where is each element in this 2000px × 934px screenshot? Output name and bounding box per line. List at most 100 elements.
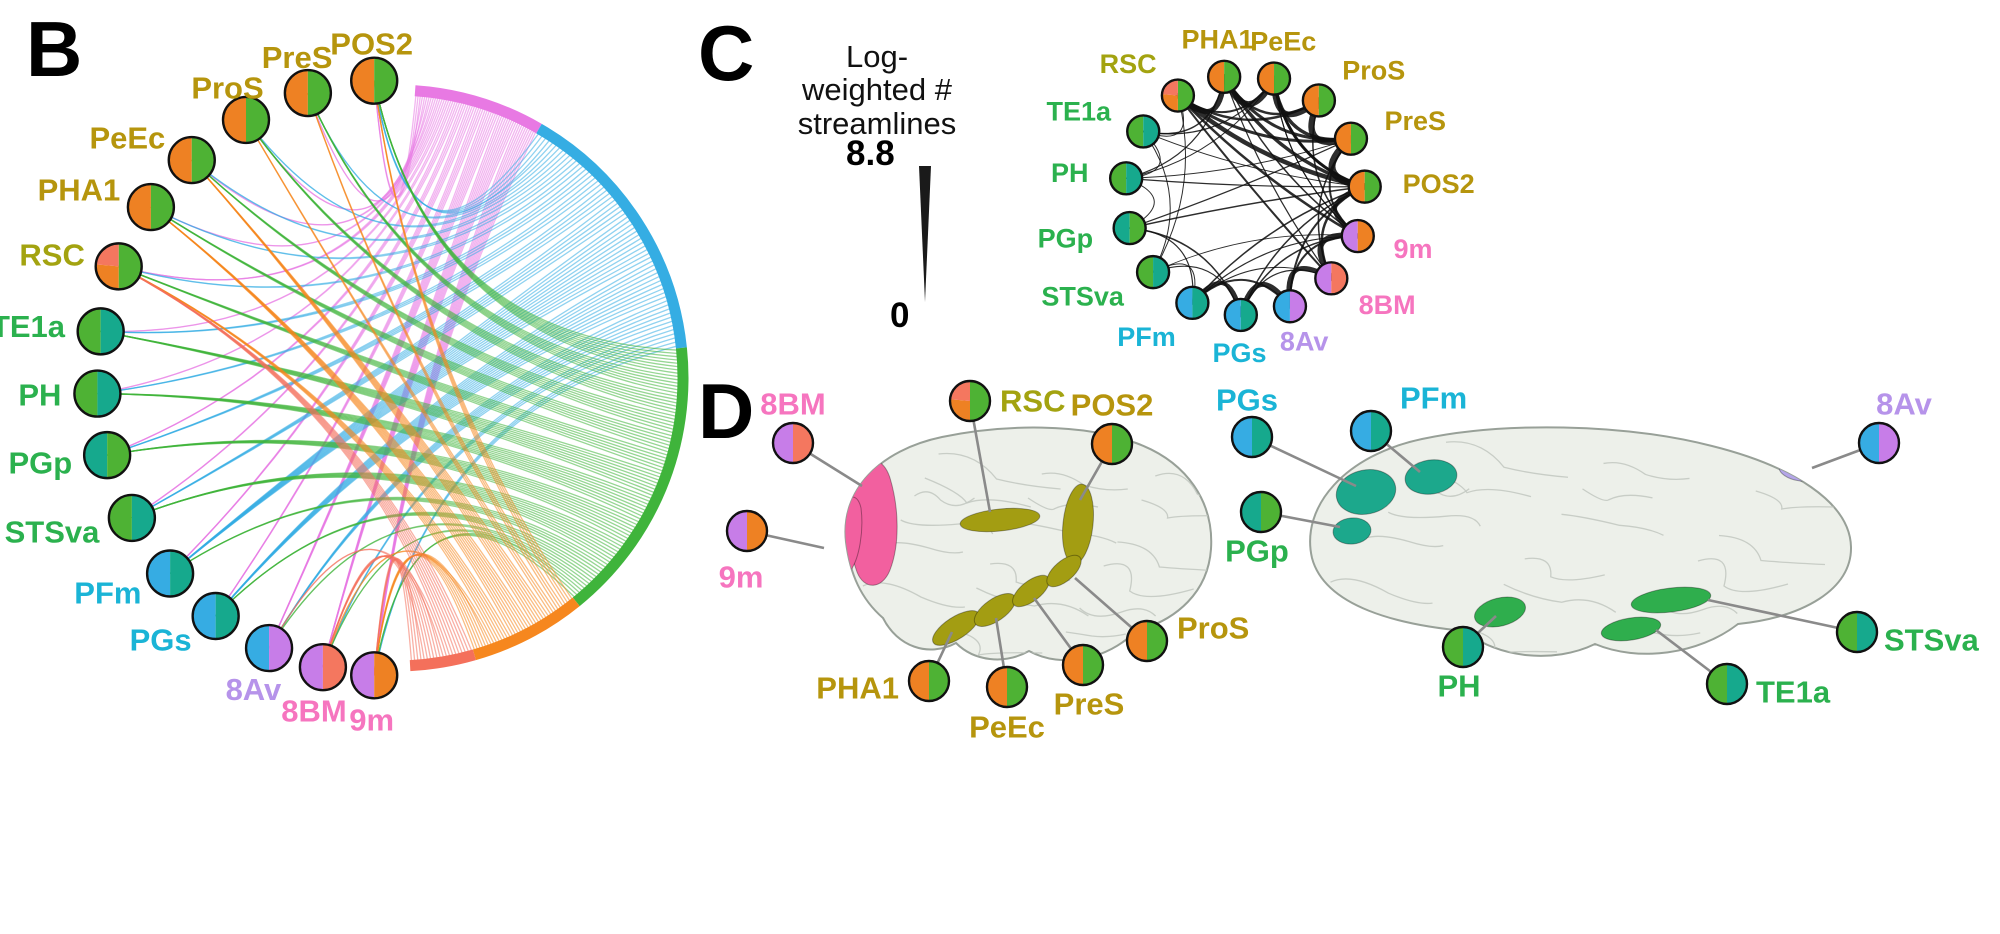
pie-slice-blue [1859, 423, 1879, 463]
pie-slice-purple [773, 423, 793, 463]
arc-segment [572, 347, 689, 607]
region-node-ProS [1301, 83, 1337, 118]
region-node-PHA1 [907, 659, 951, 703]
pie-slice-orange [909, 661, 929, 701]
pie-slice-green [1274, 62, 1291, 95]
network-label-STSva: STSva [1041, 282, 1125, 312]
region-node-RSC [948, 379, 992, 423]
pie-slice-purple [299, 644, 323, 691]
arc-segment [536, 123, 687, 349]
region-node-PeEc [167, 135, 216, 185]
network-edge [1128, 185, 1366, 229]
pie-slice-teal [1241, 492, 1261, 532]
region-node-8BM [771, 421, 815, 465]
chord-line [191, 97, 435, 226]
pie-slice-green [1007, 667, 1027, 707]
pie-slice-teal [1126, 162, 1143, 195]
network-edge [1152, 95, 1186, 273]
legend-title-line3: streamlines [797, 105, 957, 141]
node-outline [244, 623, 294, 673]
node-outline [1175, 285, 1210, 321]
node-outline [221, 95, 271, 145]
region-node-9m [725, 509, 769, 553]
node-outline [1347, 169, 1382, 204]
region-node-9m [350, 651, 399, 700]
region-node-8BM [1314, 261, 1349, 296]
sulcus-line [1141, 499, 1212, 519]
panel-c-letter: C [698, 9, 755, 97]
chord-line [100, 174, 593, 334]
node-outline [1835, 610, 1879, 654]
region-node-RSC [1160, 78, 1196, 113]
region-node-TE1a [76, 307, 125, 356]
node-outline [907, 659, 951, 703]
chord-line [131, 212, 626, 519]
chord-line [191, 159, 673, 434]
pie-slice-orange [1357, 220, 1374, 253]
region-node-PFm [1175, 285, 1210, 321]
pie-slice-teal [1463, 627, 1483, 667]
node-outline [94, 242, 143, 291]
pie-slice-green [108, 494, 132, 541]
node-outline [948, 379, 992, 423]
pie-slice-teal [1727, 664, 1747, 704]
pie-slice-green [1318, 84, 1335, 117]
network-edge [1129, 138, 1352, 229]
pie-slice-teal [100, 308, 124, 355]
pie-slice-green [970, 381, 990, 421]
brain-outline-right [1309, 426, 1853, 657]
map-label-ProS: ProS [1177, 611, 1249, 646]
region-node-8Av [1272, 289, 1308, 324]
pie-slice-green [929, 661, 949, 701]
pie-slice-teal [1192, 286, 1209, 319]
network-label-9m: 9m [1393, 234, 1432, 264]
pie-slice-blue [246, 625, 270, 672]
node-outline [82, 430, 132, 480]
sulcus-line [1117, 541, 1212, 572]
region-node-PreS [283, 68, 333, 118]
pie-slice-salmon [950, 381, 970, 401]
sulcus-line [1718, 534, 1826, 566]
pie-slice-orange [1348, 170, 1365, 203]
chord-line [373, 80, 566, 605]
pie-slice-salmon [793, 423, 813, 463]
network-label-8Av: 8Av [1280, 326, 1329, 356]
pie-slice-green [1224, 60, 1241, 93]
node-outline [1160, 78, 1196, 113]
node-outline [167, 135, 216, 185]
region-node-STSva [107, 493, 157, 543]
pie-slice-green [1083, 645, 1103, 685]
network-edge [1176, 94, 1333, 280]
network-label-POS2: POS2 [1403, 169, 1475, 199]
sulcus-line [1330, 578, 1433, 605]
panel-b-letter: B [26, 5, 83, 93]
node-outline [350, 56, 399, 105]
pie-slice-green [1364, 170, 1381, 203]
pie-slice-green [74, 370, 98, 417]
region-node-ProS [1125, 619, 1169, 663]
chord-line [245, 119, 676, 414]
sulcus-line [924, 477, 1031, 508]
legend-thickness-wedge-icon [919, 166, 931, 302]
pie-slice-orange [284, 70, 308, 117]
region-label-STSva: STSva [5, 514, 101, 549]
map-label-PreS: PreS [1054, 687, 1125, 722]
pie-slice-green [1110, 162, 1127, 195]
pie-slice-green [107, 432, 131, 479]
pie-slice-teal [1240, 298, 1257, 331]
map-label-TE1a: TE1a [1756, 675, 1831, 710]
pie-slice-purple [1289, 290, 1306, 323]
node-outline [1125, 619, 1169, 663]
pie-slice-purple [1879, 423, 1899, 463]
node-outline [1108, 161, 1144, 196]
region-label-9m: 9m [349, 703, 394, 738]
chord-line [373, 558, 413, 676]
region-node-PFm [1349, 409, 1393, 453]
region-patches [845, 458, 1094, 646]
region-node-PGp [1112, 210, 1147, 246]
pie-slice-blue [1351, 411, 1371, 451]
region-node-8Av [1857, 421, 1901, 465]
network-label-PeEc: PeEc [1250, 27, 1316, 57]
